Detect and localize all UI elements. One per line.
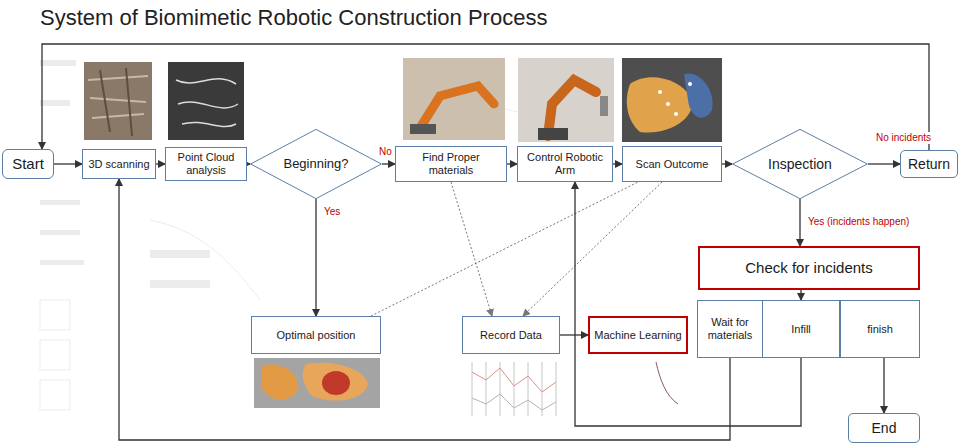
diagram-title: System of Biomimetic Robotic Constructio… — [40, 5, 547, 31]
data-graph — [472, 362, 556, 416]
flow-arrow — [54, 163, 82, 164]
node-text: Control Robotic Arm — [521, 151, 609, 176]
diamond-shape — [251, 129, 382, 198]
terminal-box: End — [848, 413, 920, 443]
dotted-connector — [451, 182, 492, 316]
learning-curve — [656, 362, 678, 404]
point-cloud-image — [168, 62, 244, 140]
flow-arrow — [868, 163, 900, 164]
process-box: Optimal position — [251, 316, 381, 354]
node-text: Optimal position — [277, 329, 356, 342]
node-text: Wait for materials — [701, 316, 759, 341]
decision-diamond: Inspection — [732, 129, 868, 199]
flow-arrow — [247, 163, 250, 164]
robot-render — [403, 58, 505, 140]
node-text: Scan Outcome — [636, 158, 709, 171]
process-box: Scan Outcome — [622, 146, 722, 182]
dotted-connector — [523, 182, 662, 316]
flow-arrow — [883, 358, 884, 413]
node-text: Record Data — [480, 329, 542, 342]
node-text: Return — [908, 156, 950, 172]
terminal-box: Start — [2, 149, 54, 179]
decision-diamond: Beginning? — [250, 129, 382, 199]
process-box: Record Data — [462, 316, 560, 354]
flow-arrow — [800, 290, 801, 300]
flow-arrow — [119, 179, 730, 440]
optimal-position-image — [254, 358, 380, 408]
option-box: Infill — [762, 300, 840, 358]
node-text: finish — [867, 323, 893, 336]
option-box: Wait for materials — [697, 300, 763, 358]
node-text: Find Proper materials — [399, 151, 503, 176]
node-text: Inspection — [768, 156, 832, 172]
node-text: End — [872, 420, 897, 436]
edge-label: Yes (incidents happen) — [806, 216, 911, 228]
node-text: Machine Learning — [594, 329, 681, 342]
process-box: Find Proper materials — [395, 146, 507, 182]
node-text: Check for incidents — [745, 259, 873, 276]
node-text: Infill — [791, 323, 811, 336]
flow-arrow — [507, 163, 517, 164]
flow-arrow — [315, 199, 316, 316]
scan-photo — [84, 62, 152, 140]
highlight-box: Check for incidents — [698, 246, 920, 290]
edge-label: Yes — [322, 206, 342, 218]
scan-outcome-image — [622, 58, 722, 142]
edge-label: No incidents — [874, 132, 933, 144]
dotted-connector — [371, 182, 638, 316]
flow-arrow — [799, 199, 800, 246]
flow-arrow — [156, 163, 165, 164]
flow-arrow — [613, 163, 622, 164]
robot-photo — [518, 58, 614, 142]
process-box: Control Robotic Arm — [517, 146, 613, 182]
option-box: finish — [840, 300, 920, 358]
highlight-box: Machine Learning — [588, 316, 688, 354]
flow-arrow — [382, 163, 395, 164]
process-box: Point Cloud analysis — [165, 147, 247, 181]
node-text: Point Cloud analysis — [169, 151, 243, 176]
diamond-shape — [733, 129, 868, 198]
process-box: 3D scanning — [82, 149, 156, 179]
node-text: Beginning? — [283, 157, 348, 172]
flow-arrow — [560, 334, 588, 335]
node-text: Start — [12, 155, 44, 172]
terminal-box: Return — [900, 150, 958, 178]
edge-label: No — [377, 146, 394, 158]
node-text: 3D scanning — [88, 158, 149, 171]
flow-arrow — [722, 163, 732, 164]
